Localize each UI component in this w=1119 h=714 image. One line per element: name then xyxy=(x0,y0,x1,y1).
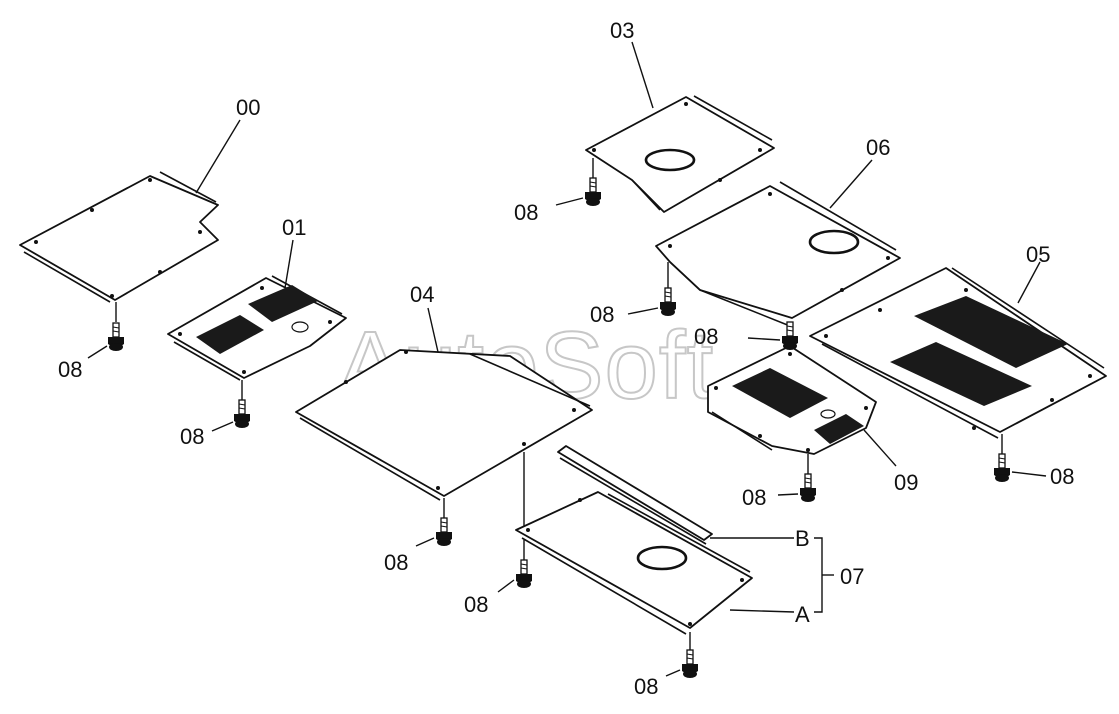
callout-08-b: 08 xyxy=(180,424,204,449)
callout-08-c: 08 xyxy=(514,200,538,225)
bolt-08-c xyxy=(584,177,602,207)
bolt-08-a xyxy=(107,322,125,352)
callout-01: 01 xyxy=(282,215,306,240)
bolt-08-b xyxy=(233,399,251,429)
callout-03: 03 xyxy=(610,18,634,43)
vent-grille-09b xyxy=(814,414,864,444)
cover-plate-07 xyxy=(515,445,834,652)
bolt-08-h xyxy=(435,517,453,547)
leader-01 xyxy=(284,239,294,289)
bolt-08-e xyxy=(993,453,1011,483)
vent-grille-09a xyxy=(732,368,828,418)
callout-08-a: 08 xyxy=(58,357,82,382)
leader-09 xyxy=(863,429,897,467)
leader-05 xyxy=(1017,261,1041,304)
callout-08-i: 08 xyxy=(464,592,488,617)
callout-05: 05 xyxy=(1026,242,1050,267)
plate-07a xyxy=(515,491,753,629)
vent-grille-01b xyxy=(248,285,318,322)
cover-plate-00 xyxy=(19,119,241,322)
round-opening-07 xyxy=(636,545,688,571)
callout-07b: B xyxy=(795,526,810,551)
cover-plate-05 xyxy=(809,261,1107,458)
cover-plate-09 xyxy=(707,330,897,474)
callout-04: 04 xyxy=(410,282,434,307)
callout-06: 06 xyxy=(866,135,890,160)
round-opening-03 xyxy=(644,148,696,172)
callout-08-h: 08 xyxy=(384,550,408,575)
leader-03 xyxy=(631,41,654,109)
callout-08-f: 08 xyxy=(694,324,718,349)
cover-plate-04 xyxy=(295,307,593,530)
bolt-08-i xyxy=(515,559,533,589)
leader-06 xyxy=(829,159,873,209)
callout-09: 09 xyxy=(894,470,918,495)
round-opening-06 xyxy=(808,229,860,255)
vent-grille-01a xyxy=(196,315,264,354)
cover-plate-03 xyxy=(585,41,775,213)
strip-07b xyxy=(557,445,713,541)
callout-00: 00 xyxy=(236,95,260,120)
callout-07a: A xyxy=(795,602,810,627)
callout-07: 07 xyxy=(840,564,864,589)
callout-08-e: 08 xyxy=(1050,464,1074,489)
vent-grille-05b xyxy=(890,342,1032,406)
callout-08-d: 08 xyxy=(590,302,614,327)
cover-plate-01 xyxy=(167,239,347,400)
callout-08-j: 08 xyxy=(634,674,658,699)
bracket-07 xyxy=(814,537,823,613)
callout-08-g: 08 xyxy=(742,485,766,510)
leader-00 xyxy=(195,119,241,194)
bolt-08-g xyxy=(799,473,817,503)
leader-04 xyxy=(427,307,439,353)
vent-grille-05a xyxy=(914,296,1068,368)
bolt-08-j xyxy=(681,649,699,679)
bolt-08-f xyxy=(781,321,799,351)
bolt-08-d xyxy=(659,287,677,317)
round-opening-09 xyxy=(820,409,836,419)
round-opening-01 xyxy=(291,321,309,333)
cover-plate-06 xyxy=(655,159,901,327)
